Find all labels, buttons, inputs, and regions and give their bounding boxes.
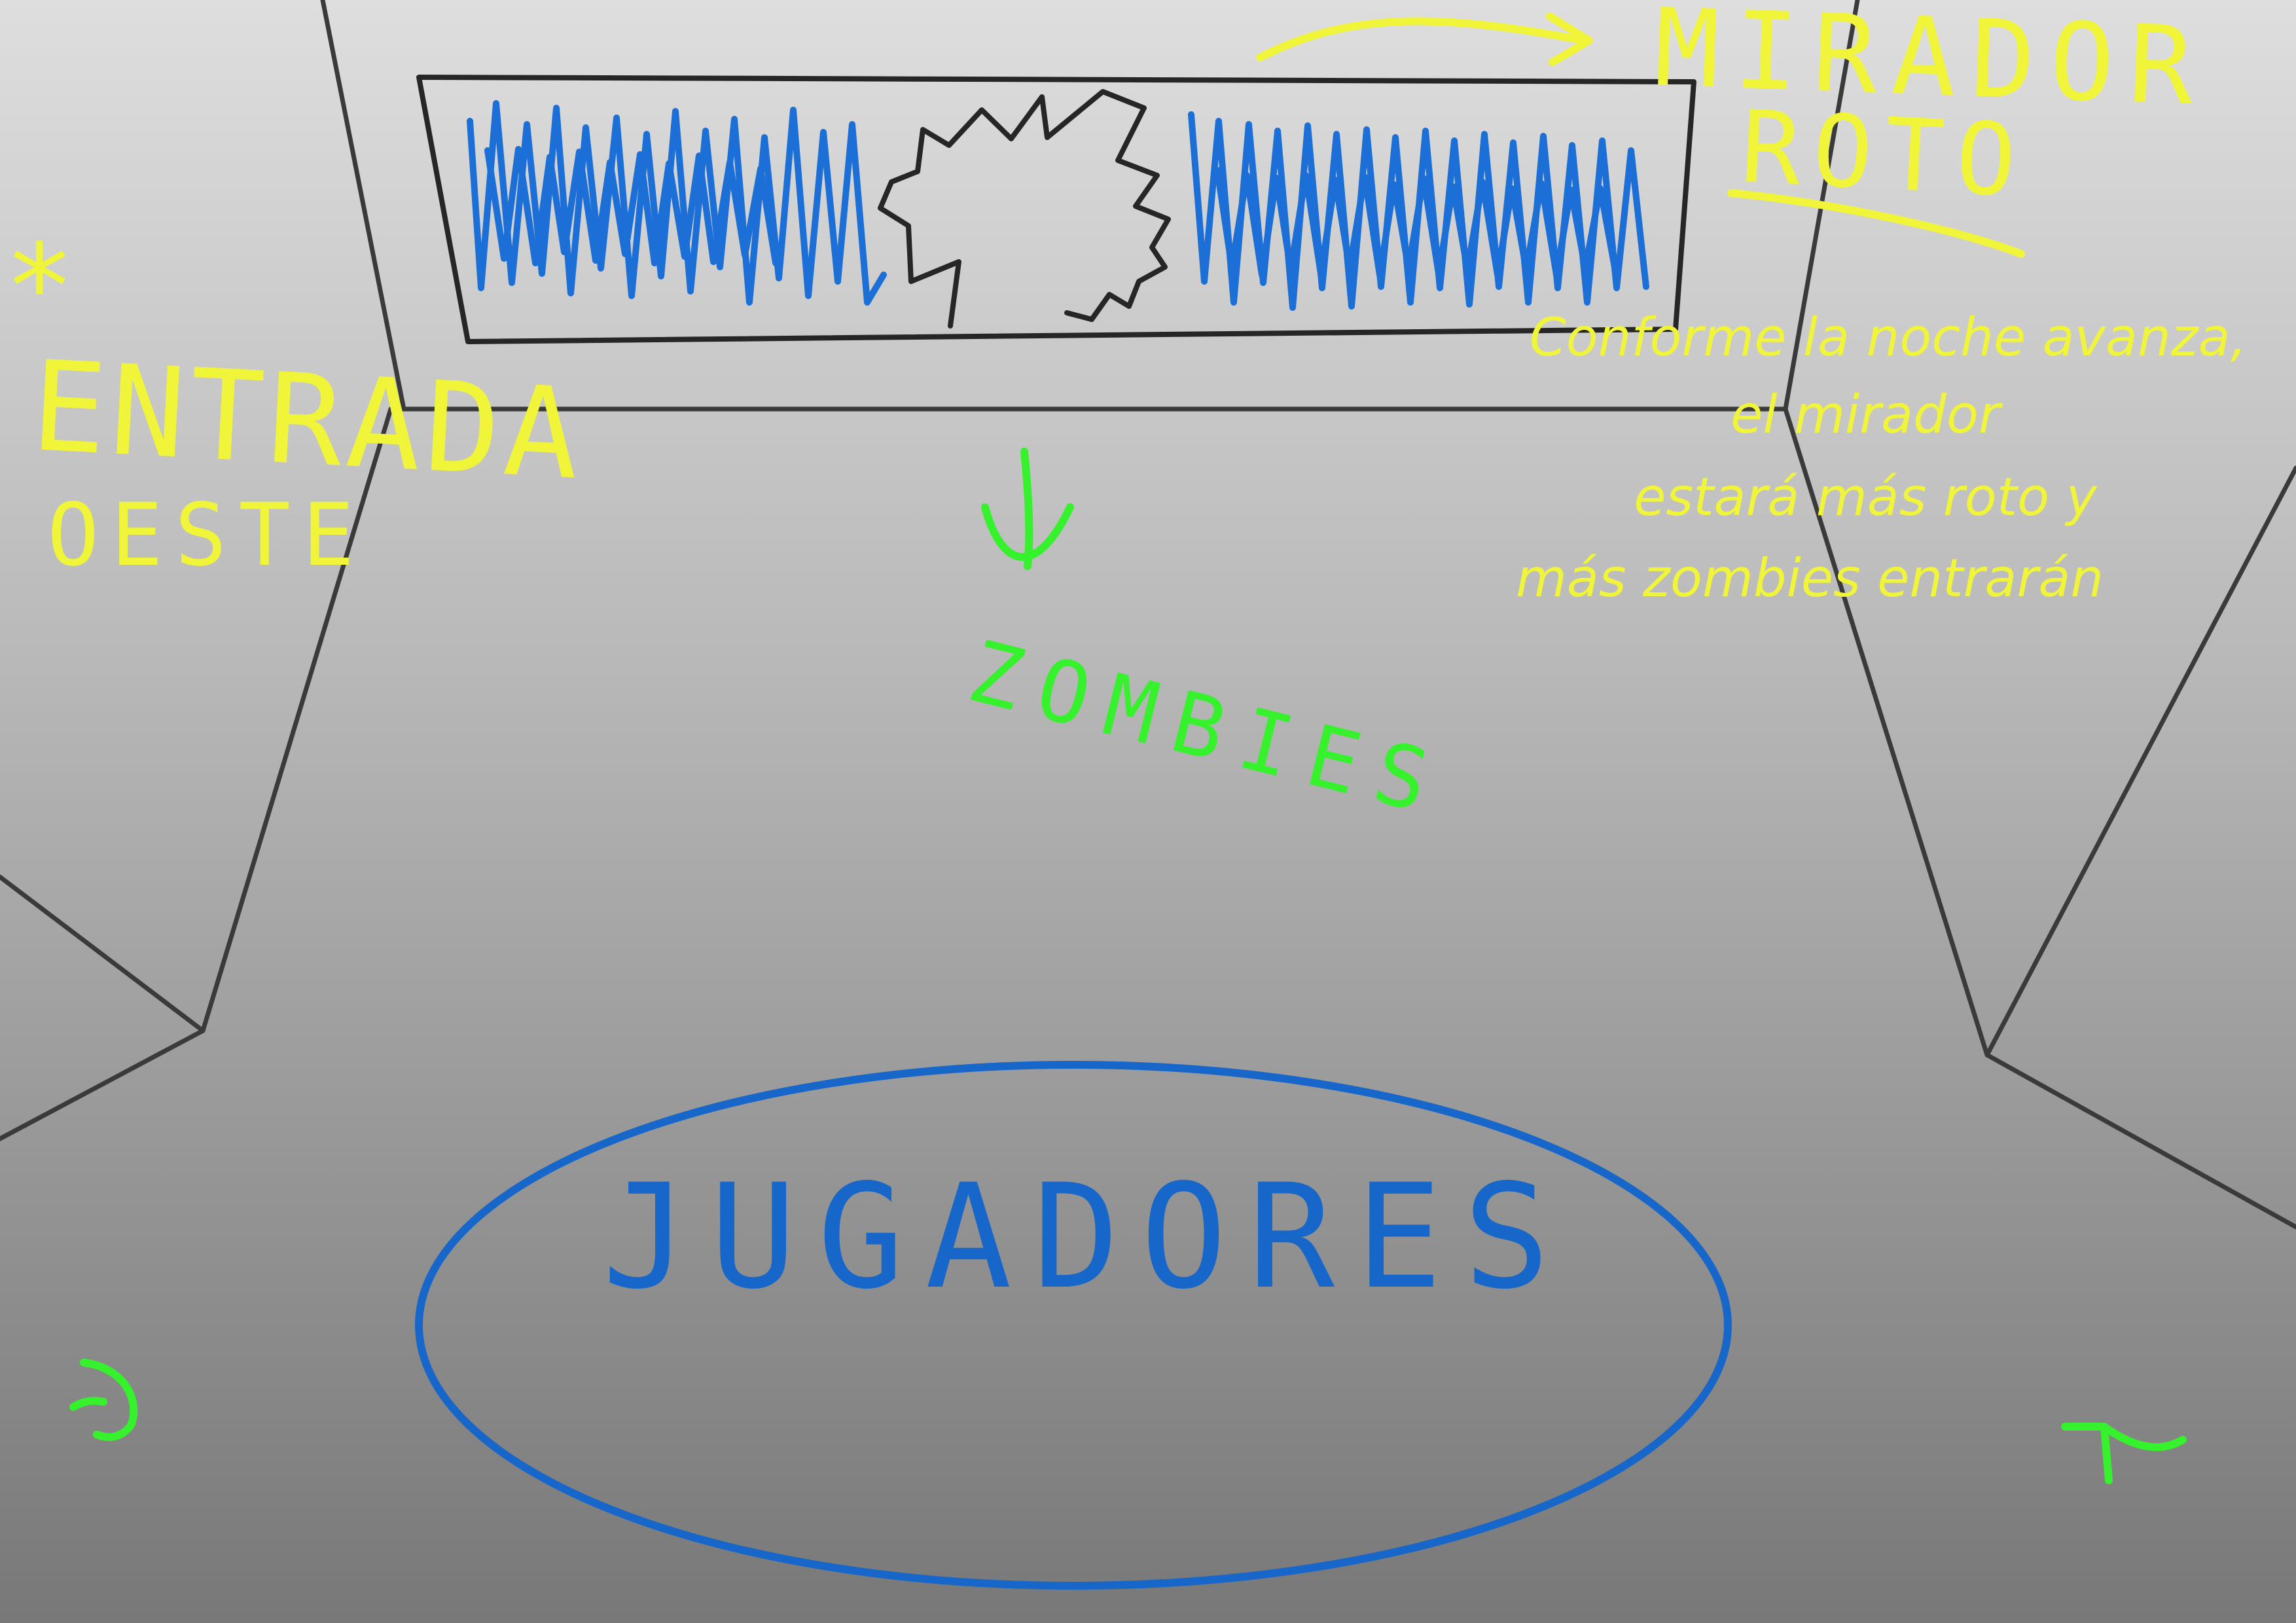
night-note-line-3: estará más roto y <box>1634 467 2097 527</box>
night-note-line-2: el mirador <box>1731 384 2000 445</box>
night-note-line-4: más zombies entrarán <box>1515 548 2104 609</box>
arrow-up-left-icon <box>2061 1423 2187 1484</box>
arrow-right-icon <box>1256 12 1593 66</box>
arrow-curved-icon <box>69 1359 138 1441</box>
window-scribble-right-2 <box>1214 167 1620 281</box>
entrada-subtitle: OESTE <box>47 485 367 586</box>
window-crack-icon <box>878 89 1171 329</box>
night-note-line-1: Conforme la noche avanza, <box>1529 307 2248 368</box>
entrada-asterisk: * <box>4 219 75 356</box>
players-area-ellipse <box>415 1061 1732 1590</box>
entrada-title: ENTRADA <box>27 334 586 507</box>
right-far-wall-line <box>1984 465 2296 1058</box>
mirador-underline <box>1727 189 2025 258</box>
right-floor-diagonal <box>1984 1052 2296 1230</box>
left-floor-diagonal-upper <box>0 874 206 1033</box>
window-scribble-left <box>467 100 887 306</box>
mirador-window-frame <box>416 75 1696 344</box>
players-label: JUGADORES <box>602 1153 1571 1321</box>
left-floor-diagonal-lower <box>0 1028 206 1141</box>
left-wall-line <box>200 406 393 1033</box>
back-wall-left-edge <box>320 0 406 412</box>
mirador-subtitle: ROTO <box>1738 88 2031 220</box>
window-scribble-left-2 <box>484 146 779 266</box>
arrow-down-icon <box>981 448 1074 570</box>
right-wall-line <box>1783 406 1990 1058</box>
